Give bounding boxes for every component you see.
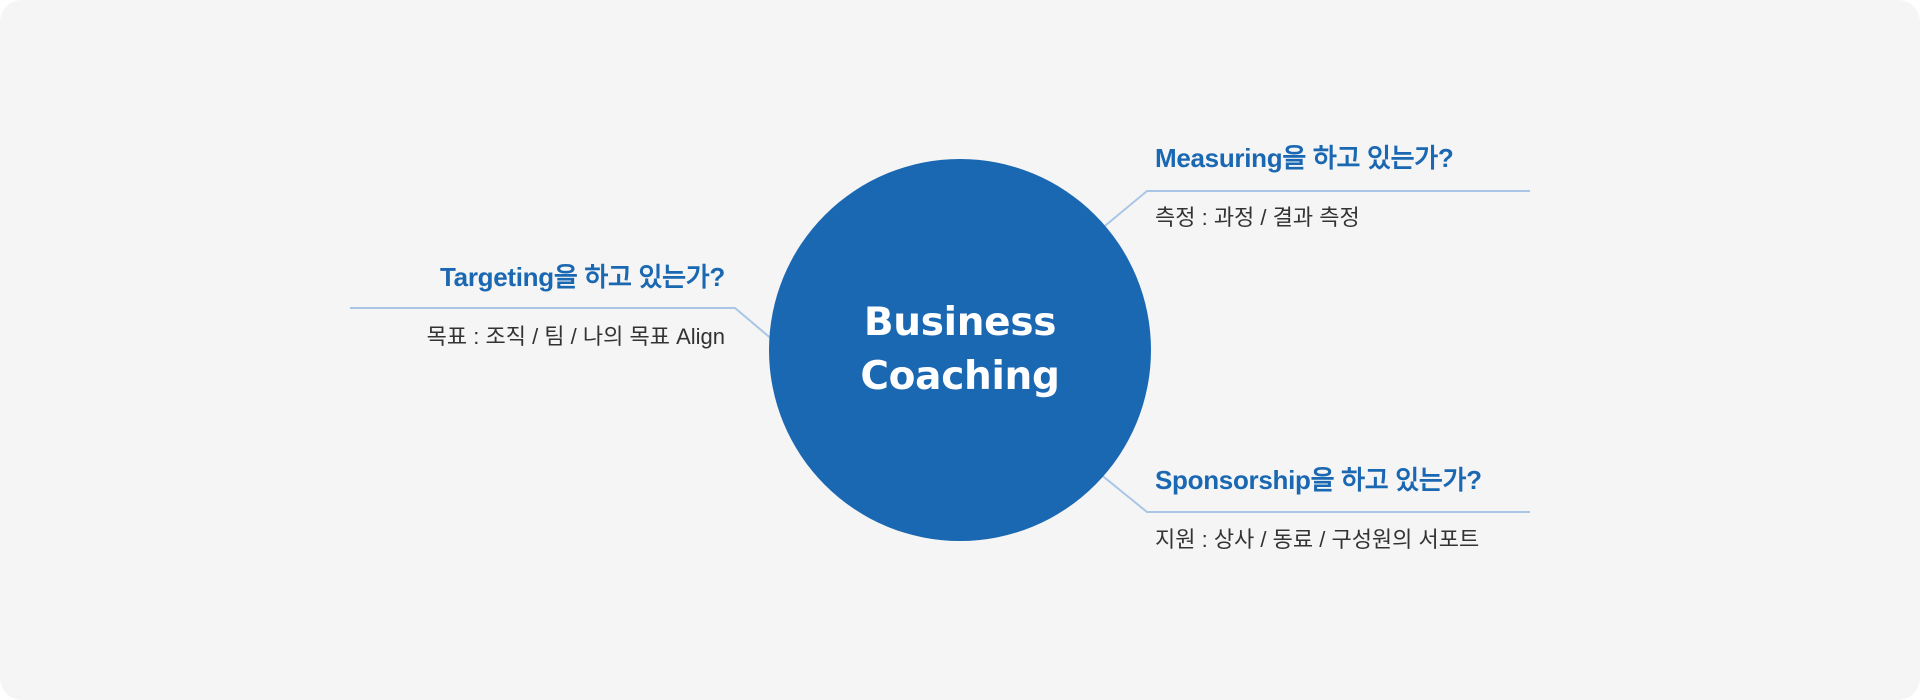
- measuring-label: Measuring을 하고 있는가? 측정 : 과정 / 결과 측정: [1155, 142, 1454, 232]
- business-coaching-circle: Business Coaching: [769, 159, 1151, 541]
- measuring-description: 측정 : 과정 / 결과 측정: [1155, 205, 1360, 230]
- targeting-label: Targeting을 하고 있는가? 목표 : 조직 / 팀 / 나의 목표 A…: [426, 261, 726, 351]
- sponsorship-label: Sponsorship을 하고 있는가? 지원 : 상사 / 동료 / 구성원의…: [1155, 464, 1482, 554]
- targeting-title: Targeting을 하고 있는가?: [440, 262, 725, 292]
- measuring-title: Measuring을 하고 있는가?: [1155, 143, 1454, 173]
- sponsorship-connector: [1093, 468, 1530, 513]
- measuring-connector: [1093, 190, 1530, 236]
- center-title-line1: Business: [863, 300, 1057, 345]
- sponsorship-description: 지원 : 상사 / 동료 / 구성원의 서포트: [1155, 527, 1480, 552]
- sponsorship-title: Sponsorship을 하고 있는가?: [1155, 465, 1482, 495]
- center-title-line2: Coaching: [860, 354, 1060, 399]
- targeting-description: 목표 : 조직 / 팀 / 나의 목표 Align: [426, 324, 725, 349]
